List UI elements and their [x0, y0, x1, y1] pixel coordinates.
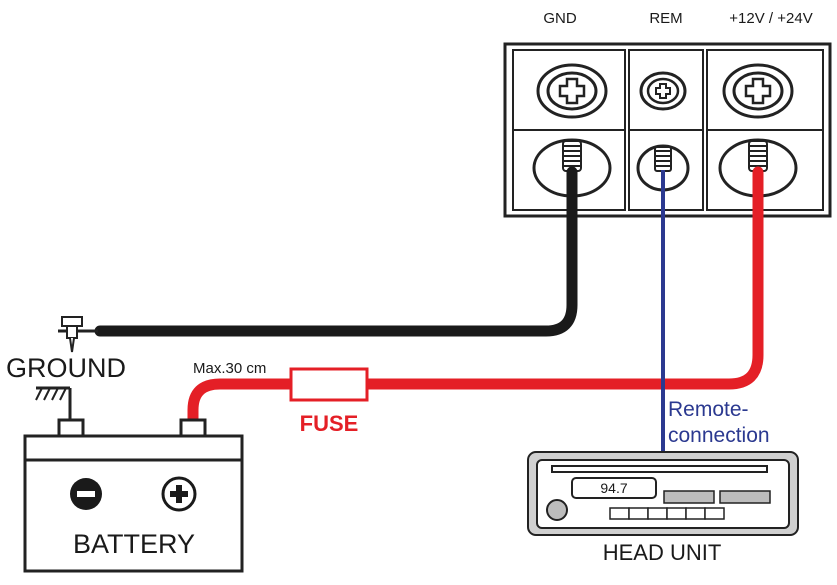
ground-label: GROUND: [6, 353, 126, 383]
head-unit-display-value: 94.7: [600, 480, 627, 496]
fuse-icon: [289, 367, 369, 402]
rem-screw-icon: [639, 71, 687, 111]
power-wire: [187, 166, 764, 431]
head-unit-label: HEAD UNIT: [603, 540, 722, 565]
battery-label: BATTERY: [73, 529, 195, 559]
head-unit-display: [571, 477, 657, 499]
head-unit: 94.7: [527, 451, 799, 536]
rem-label: REM: [649, 10, 682, 27]
minus-icon: [70, 478, 102, 510]
gnd-screw-icon: [536, 63, 608, 119]
fuse-distance-label: Max.30 cm: [193, 360, 266, 377]
gnd-label: GND: [543, 10, 577, 27]
battery: BATTERY: [23, 418, 244, 573]
plus-icon: [161, 476, 197, 512]
remote-label-line1: Remote-: [668, 398, 749, 421]
head-unit-buttons: [609, 507, 725, 520]
ground-bolt-icon: [58, 316, 98, 353]
power-screw-icon: [722, 63, 794, 119]
fuse-label: FUSE: [300, 411, 359, 436]
rem-terminal-icon: [636, 144, 690, 192]
remote-label-line2: connection: [668, 424, 770, 447]
terminal-block: [503, 42, 832, 218]
volume-knob-icon: [546, 499, 568, 521]
power-label: +12V / +24V: [729, 10, 812, 27]
ground-wire: [94, 166, 578, 337]
